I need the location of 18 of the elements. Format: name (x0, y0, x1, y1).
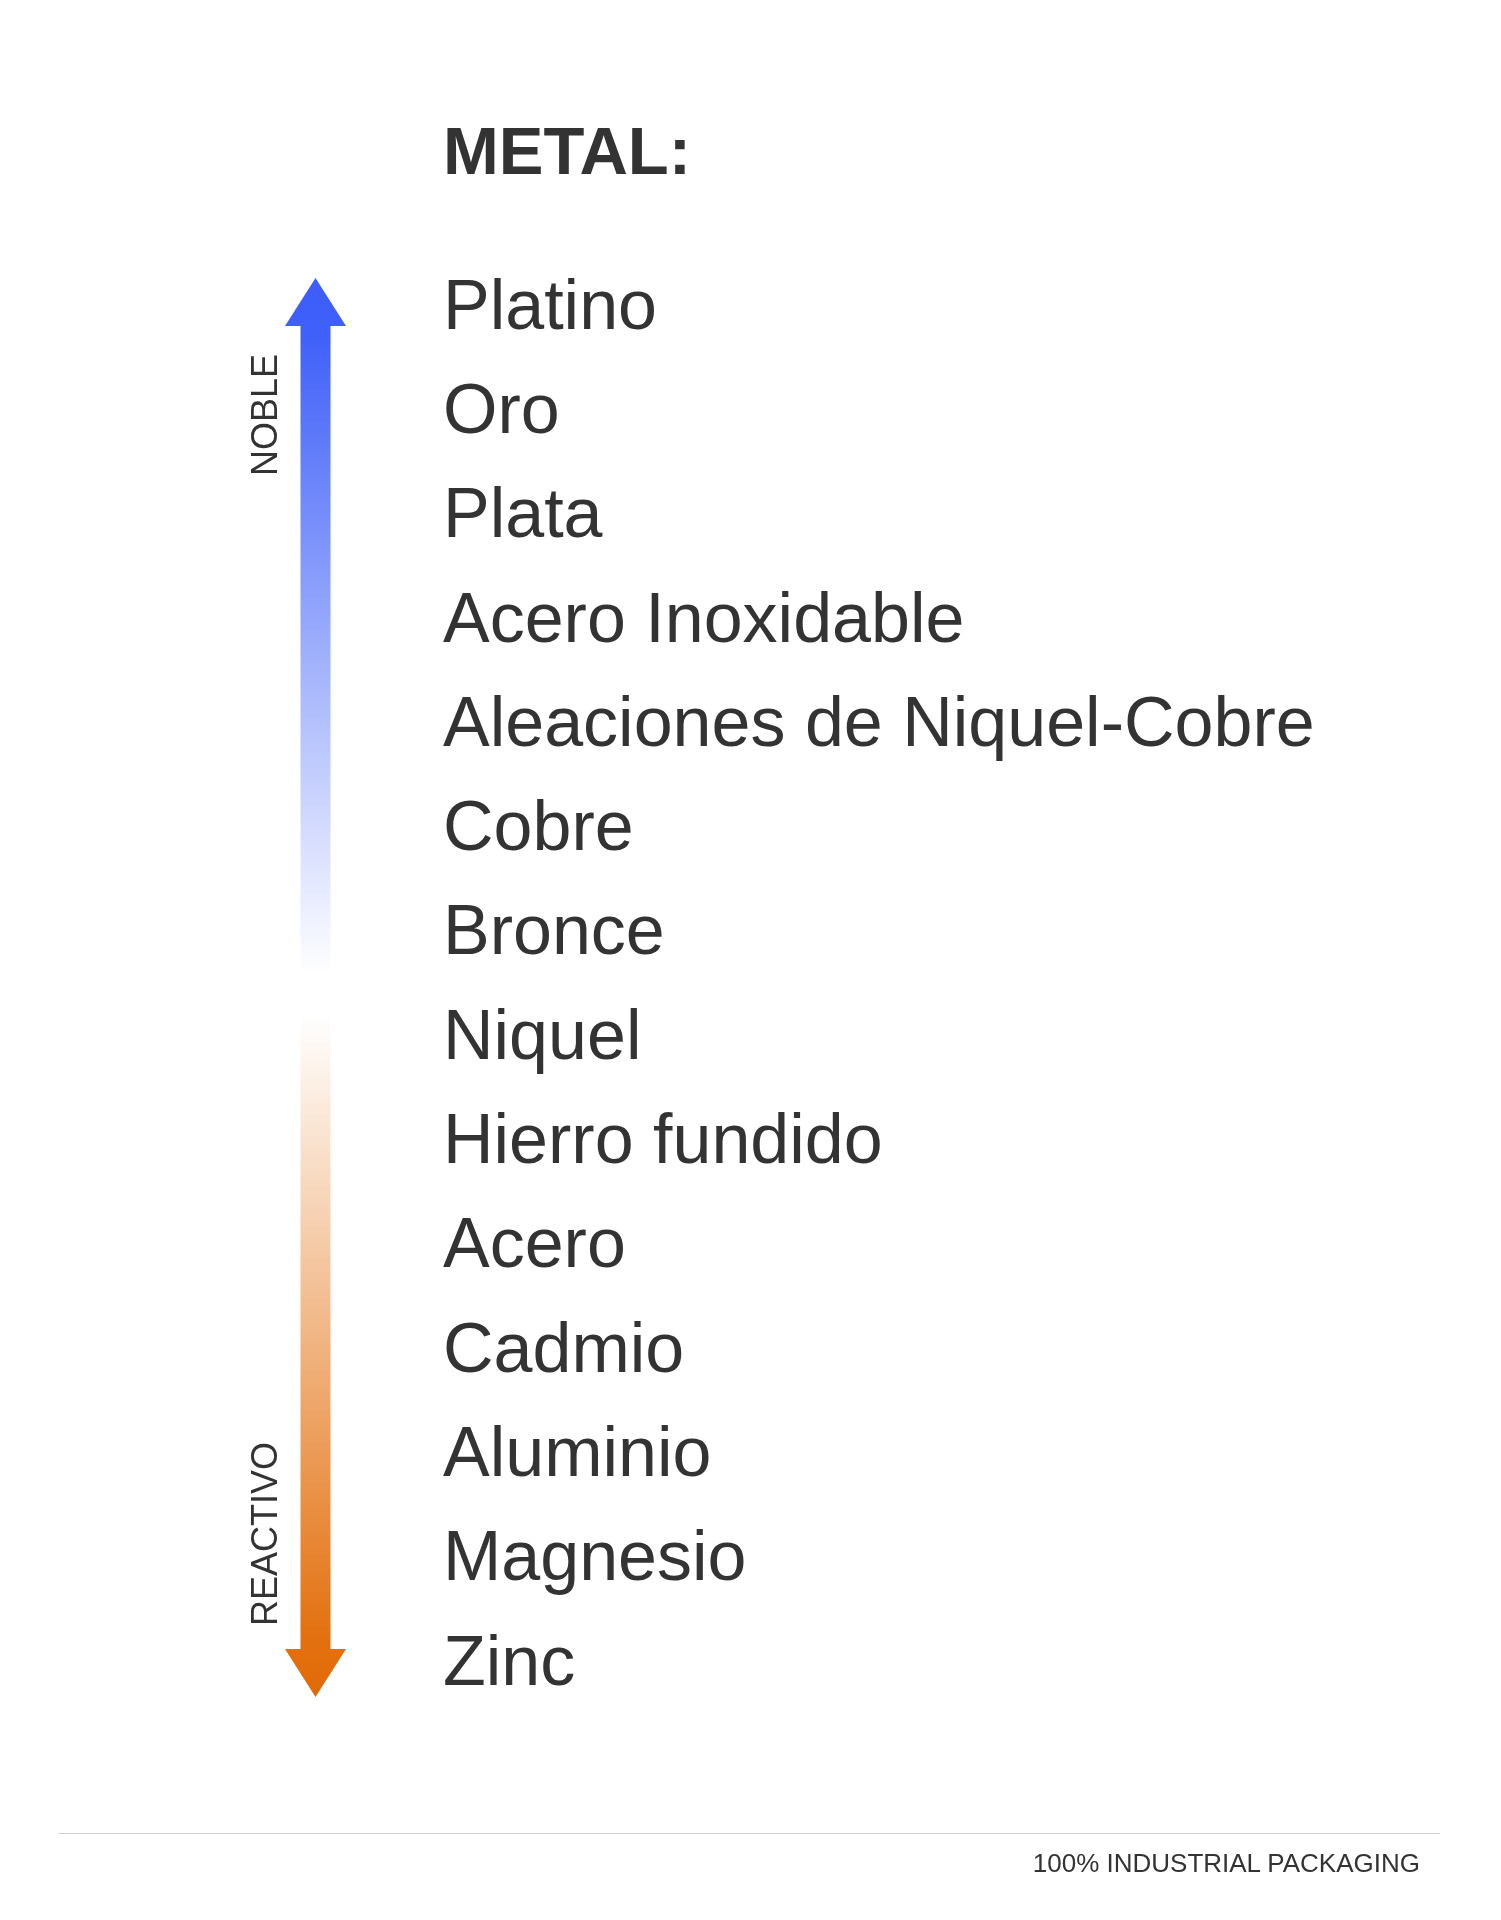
scale-label: NOBLE (245, 354, 285, 476)
metal-name: Platino (443, 264, 658, 345)
metal-name: Hierro fundido (443, 1099, 883, 1180)
footer-text: 100% INDUSTRIAL PACKAGING (1032, 1848, 1420, 1879)
metal-name: Oro (443, 368, 560, 449)
metal-name: Acero (443, 1203, 626, 1284)
metal-name: Cobre (443, 786, 634, 867)
metal-name: Acero Inoxidable (443, 577, 965, 658)
metal-name: Cadmio (443, 1307, 685, 1388)
metal-name: Aleaciones de Niquel-Cobre (443, 681, 1315, 762)
metal-name: Niquel (443, 994, 642, 1075)
metal-name: Bronce (443, 890, 665, 971)
metal-name: Plata (443, 473, 603, 554)
metal-name: Aluminio (443, 1411, 712, 1492)
metal-name: Magnesio (443, 1516, 747, 1597)
metal-name: Zinc (443, 1620, 576, 1701)
title: METAL: (443, 112, 692, 190)
scale-label: REACTIVO (245, 1442, 285, 1626)
